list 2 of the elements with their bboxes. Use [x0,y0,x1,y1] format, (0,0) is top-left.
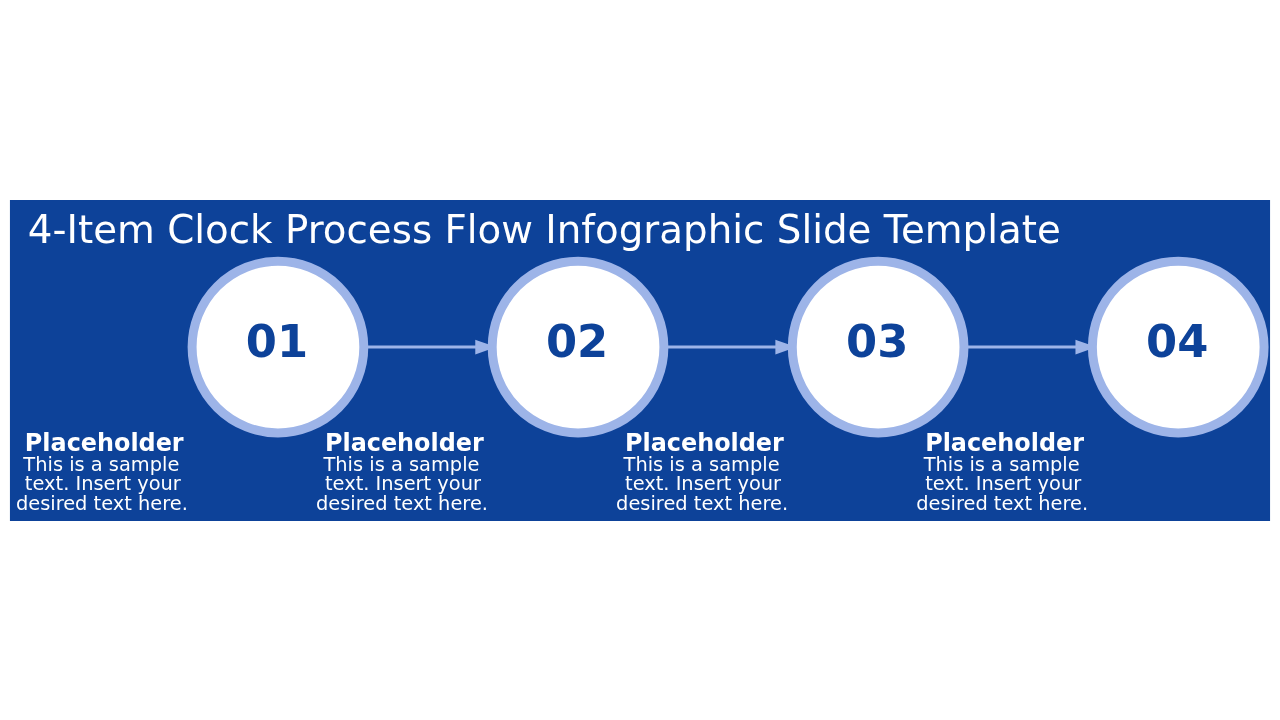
node-circle: 04 [1087,256,1269,437]
diagram-title: 4-Item Clock Process Flow Infographic Slide Template [27,206,1061,252]
